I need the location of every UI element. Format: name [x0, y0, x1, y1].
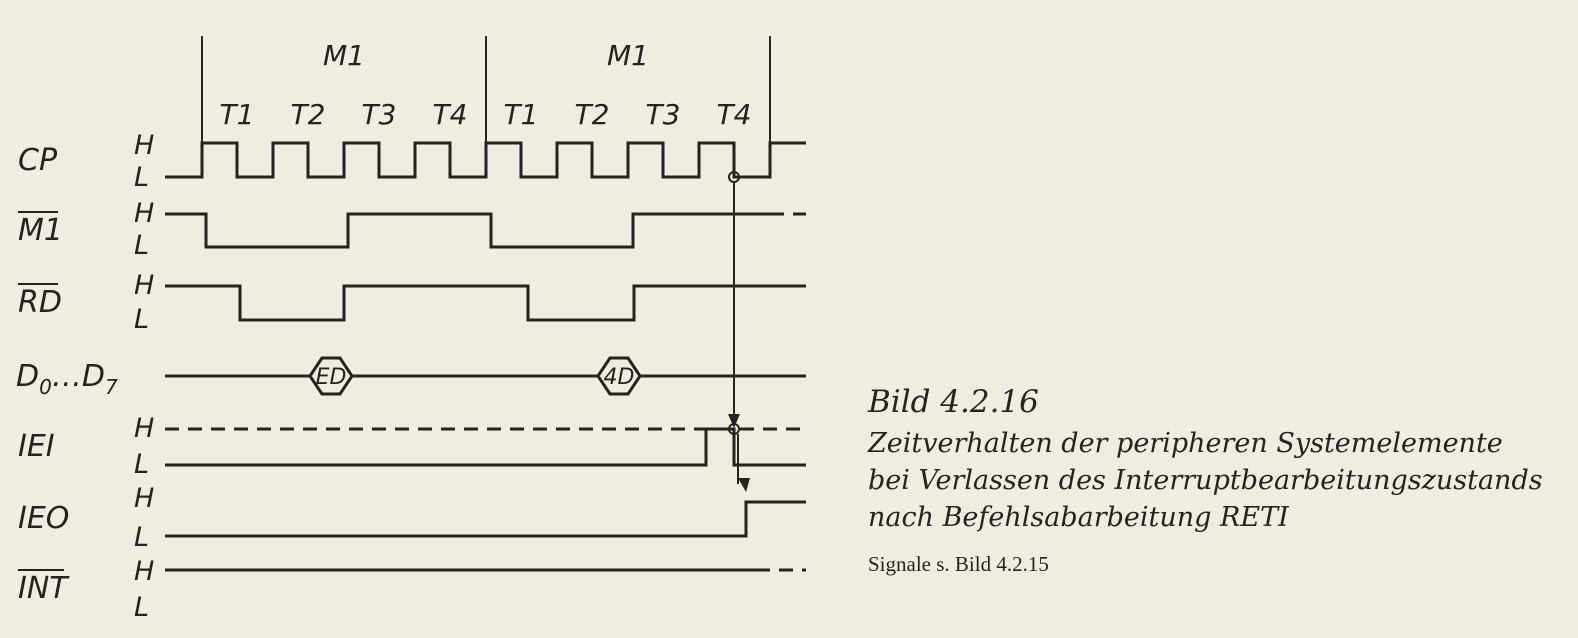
t-state-label: T4	[433, 98, 468, 131]
t-state-label: T3	[362, 98, 397, 131]
level-high-label: H	[134, 270, 154, 301]
caption-line: Zeitverhalten der peripheren Systemeleme…	[868, 428, 1503, 459]
signal-label-ieo: IEO	[18, 501, 69, 536]
t-state-label: T1	[220, 98, 255, 131]
cp-clock-waveform	[165, 141, 806, 179]
signal-label-int: INT	[18, 571, 70, 606]
level-high-label: H	[134, 413, 154, 444]
level-low-label: L	[134, 449, 149, 480]
level-low-label: L	[134, 230, 149, 261]
level-low-label: L	[134, 592, 149, 623]
signal-label-data-bus: D0…D7	[16, 359, 118, 399]
level-low-label: L	[134, 522, 149, 553]
signal-label-cp: CP	[18, 143, 58, 178]
iei-waveform	[165, 427, 806, 467]
phase-label-m1: M1	[323, 39, 365, 72]
level-high-label: H	[134, 483, 154, 514]
t-state-label: T2	[291, 98, 326, 131]
m1-waveform	[165, 212, 770, 249]
signal-label-iei: IEI	[18, 429, 55, 464]
t-state-label: T3	[646, 98, 681, 131]
level-low-label: L	[134, 304, 149, 335]
bus-value-4d: 4D	[604, 365, 635, 390]
rd-waveform	[165, 284, 806, 322]
figure-caption: Zeitverhalten der peripheren Systemeleme…	[868, 425, 1543, 536]
t-state-label: T1	[504, 98, 539, 131]
signal-label-m1: M1	[18, 213, 63, 248]
figure-number: Bild 4.2.16	[868, 384, 1039, 420]
arrow-head	[738, 478, 750, 492]
level-high-label: H	[134, 130, 154, 161]
t-state-label: T4	[717, 98, 752, 131]
phase-label-m1: M1	[607, 39, 649, 72]
ieo-waveform	[165, 500, 806, 538]
figure-note: Signale s. Bild 4.2.15	[868, 552, 1049, 576]
bus-value-ed: ED	[316, 365, 347, 390]
signal-label-rd: RD	[18, 285, 62, 320]
level-high-label: H	[134, 556, 154, 587]
t-state-label: T2	[575, 98, 610, 131]
arrow-head	[728, 414, 740, 428]
level-low-label: L	[134, 162, 149, 193]
trigger-point-marker	[728, 423, 740, 435]
caption-line: bei Verlassen des Interruptbearbeitungsz…	[868, 465, 1543, 496]
caption-line: nach Befehlsabarbeitung RETI	[868, 502, 1289, 533]
level-high-label: H	[134, 198, 154, 229]
